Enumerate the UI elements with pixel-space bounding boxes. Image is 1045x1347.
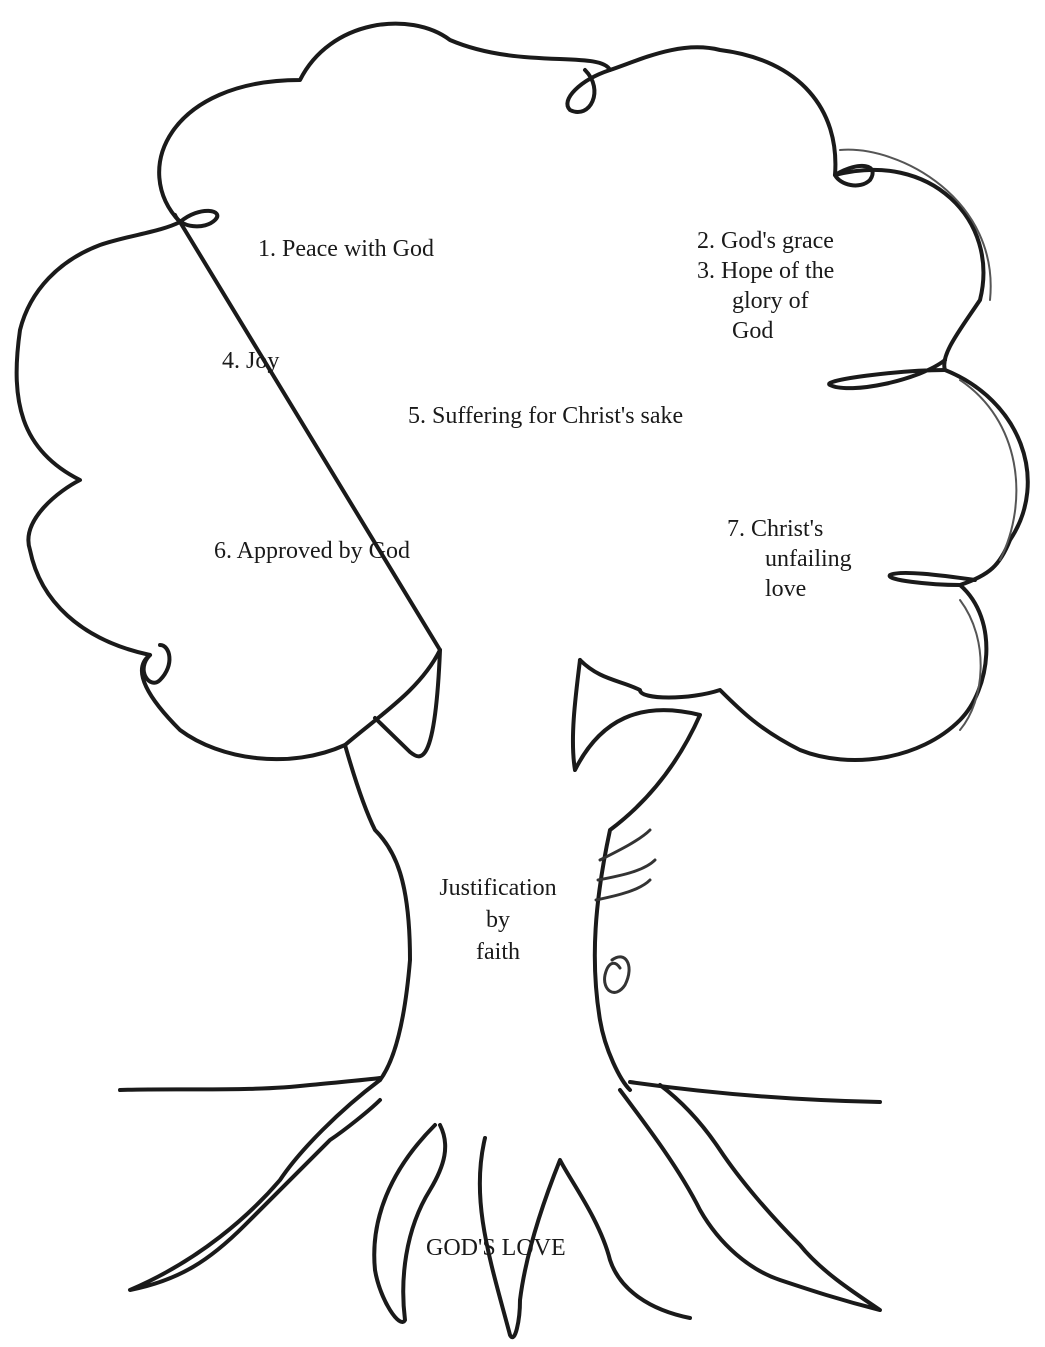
label-line: faith <box>418 936 578 968</box>
ground-line <box>120 1078 380 1090</box>
canopy-curl <box>567 70 610 112</box>
label-line: 7. Christ's <box>727 514 852 544</box>
label-line: 6. Approved by God <box>214 536 410 566</box>
root <box>620 1085 880 1310</box>
trunk-label: Justification by faith <box>418 872 578 968</box>
canopy-label-grace-hope: 2. God's grace 3. Hope of the glory of G… <box>697 226 834 346</box>
canopy-curl <box>144 645 170 683</box>
label-line: 5. Suffering for Christ's sake <box>408 401 683 431</box>
root <box>374 1125 445 1322</box>
label-line: 3. Hope of the <box>697 256 834 286</box>
roots-label: GOD'S LOVE <box>426 1233 566 1263</box>
label-line: by <box>418 904 578 936</box>
root <box>130 1080 380 1290</box>
canopy-label-peace: 1. Peace with God <box>258 234 434 264</box>
label-line: 2. God's grace <box>697 226 834 256</box>
canopy-shadow <box>840 150 1016 730</box>
label-line: God <box>697 316 834 346</box>
label-line: Justification <box>418 872 578 904</box>
canopy-label-approved: 6. Approved by God <box>214 536 410 566</box>
canopy-label-joy: 4. Joy <box>222 346 279 376</box>
label-line: 4. Joy <box>222 346 279 376</box>
trunk-right-edge <box>573 660 700 1090</box>
label-line: 1. Peace with God <box>258 234 434 264</box>
label-line: glory of <box>697 286 834 316</box>
trunk-left-edge <box>345 745 410 1080</box>
canopy-curl <box>829 360 945 388</box>
canopy-label-love: 7. Christ's unfailing love <box>727 514 852 604</box>
label-line: love <box>727 574 852 604</box>
label-line: unfailing <box>727 544 852 574</box>
canopy-curl <box>175 211 217 226</box>
canopy-label-suffering: 5. Suffering for Christ's sake <box>408 401 683 431</box>
